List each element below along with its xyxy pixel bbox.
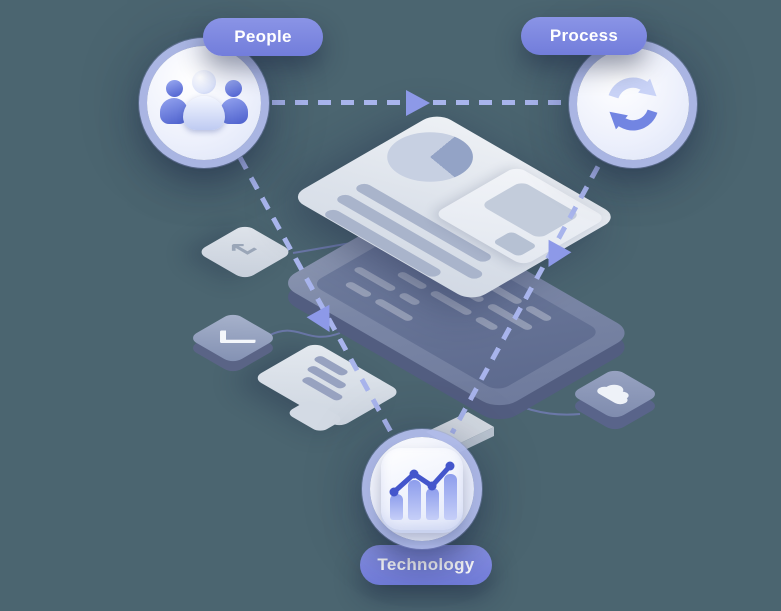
- people-badge: [147, 46, 261, 160]
- person-head-front: [192, 70, 216, 94]
- technology-label: Technology: [377, 555, 475, 574]
- cloud-glyph: [594, 385, 631, 406]
- person-head: [166, 80, 183, 97]
- bar: [444, 474, 457, 520]
- image-placeholder-small: [492, 231, 538, 257]
- bar-chart: [386, 458, 458, 520]
- bar: [390, 494, 403, 520]
- sync-arrows-icon: [608, 77, 658, 131]
- process-badge: [577, 48, 689, 160]
- person-body-front: [183, 96, 225, 130]
- people-label: People: [234, 27, 292, 46]
- checkmark-glyph: [220, 330, 256, 344]
- people-label-pill: People: [203, 18, 323, 56]
- flat-pointer-arrow: [426, 412, 494, 456]
- person-head: [225, 80, 242, 97]
- trend-line-icon: [389, 461, 455, 497]
- flow-arrow-right-icon: [406, 90, 430, 116]
- bar: [408, 480, 421, 520]
- technology-badge: [370, 437, 474, 541]
- process-label: Process: [549, 26, 619, 45]
- technology-label-pill: Technology: [360, 545, 492, 585]
- bar-chart-analytics-icon: [381, 448, 463, 530]
- bar: [426, 488, 439, 520]
- process-label-pill: Process: [521, 17, 647, 55]
- return-glyph: ↵: [216, 235, 269, 266]
- people-3d-icon: [158, 70, 250, 136]
